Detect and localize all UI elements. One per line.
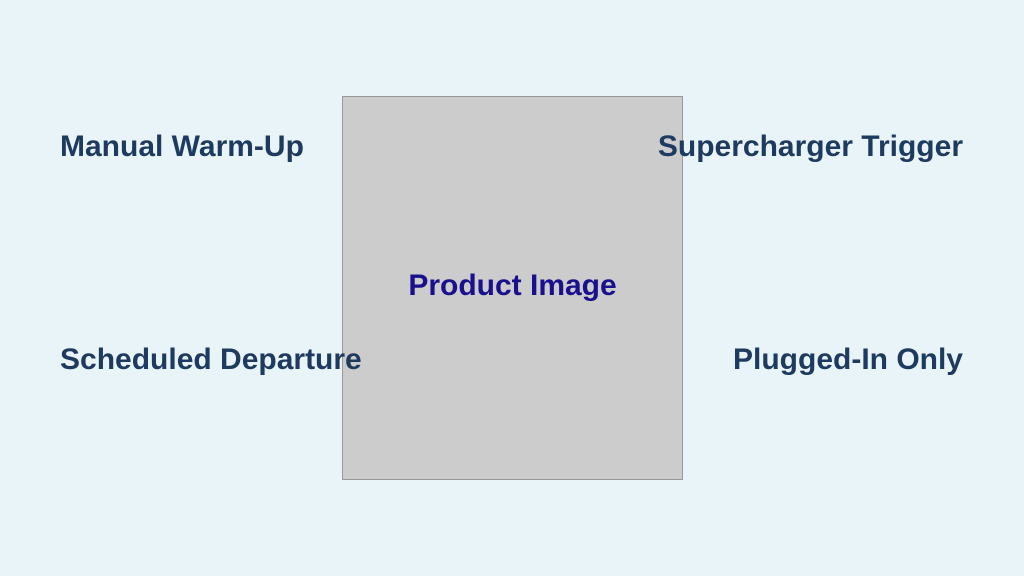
- label-scheduled-departure: Scheduled Departure: [60, 343, 362, 376]
- label-supercharger-trigger: Supercharger Trigger: [657, 130, 963, 163]
- label-plugged-in-only: Plugged-In Only: [733, 343, 963, 376]
- product-image-placeholder: Product Image: [342, 96, 683, 480]
- label-manual-warm-up: Manual Warm-Up: [60, 130, 304, 163]
- product-image-label: Product Image: [408, 269, 617, 302]
